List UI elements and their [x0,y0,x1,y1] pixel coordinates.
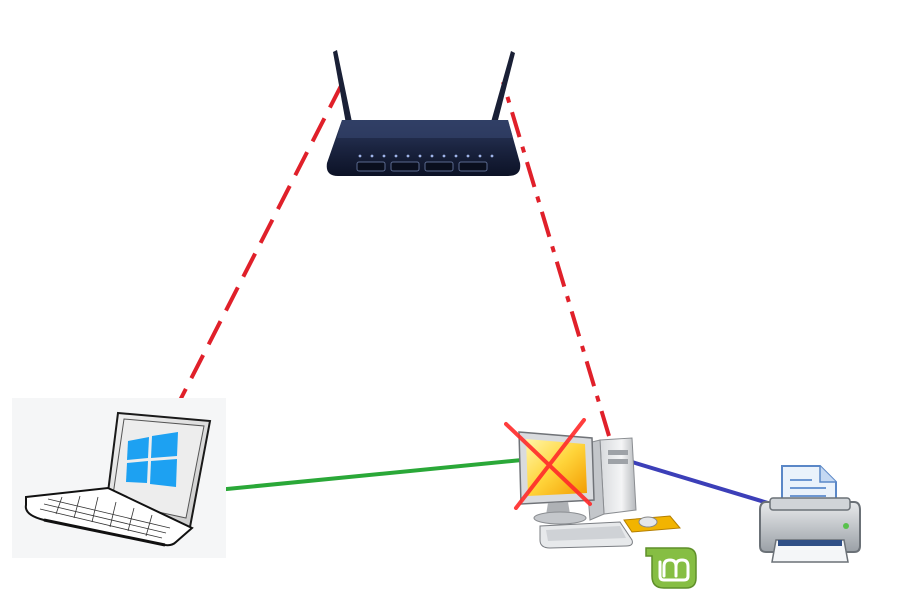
windows-laptop-icon [12,398,226,558]
router-antenna-left [333,50,352,124]
link-desktop-router [501,81,611,437]
laptop-keyboard [39,495,171,539]
desktop-tower [599,437,637,515]
linux-mint-logo-icon [645,547,697,589]
printer-icon [759,465,861,563]
laptop-base [24,486,194,547]
windows-logo-icon [126,432,178,487]
router-antenna-right [491,51,515,124]
desktop-monitor-screen [526,439,587,496]
printer-status-light [843,523,849,529]
link-laptop-desktop [195,458,523,494]
desktop-computer-icon [504,418,681,549]
link-laptop-router [172,81,345,413]
wireless-router-icon [326,50,521,176]
router-port-row [356,154,494,172]
crossed-out-mark-icon [504,418,592,510]
link-desktop-printer [631,460,769,505]
